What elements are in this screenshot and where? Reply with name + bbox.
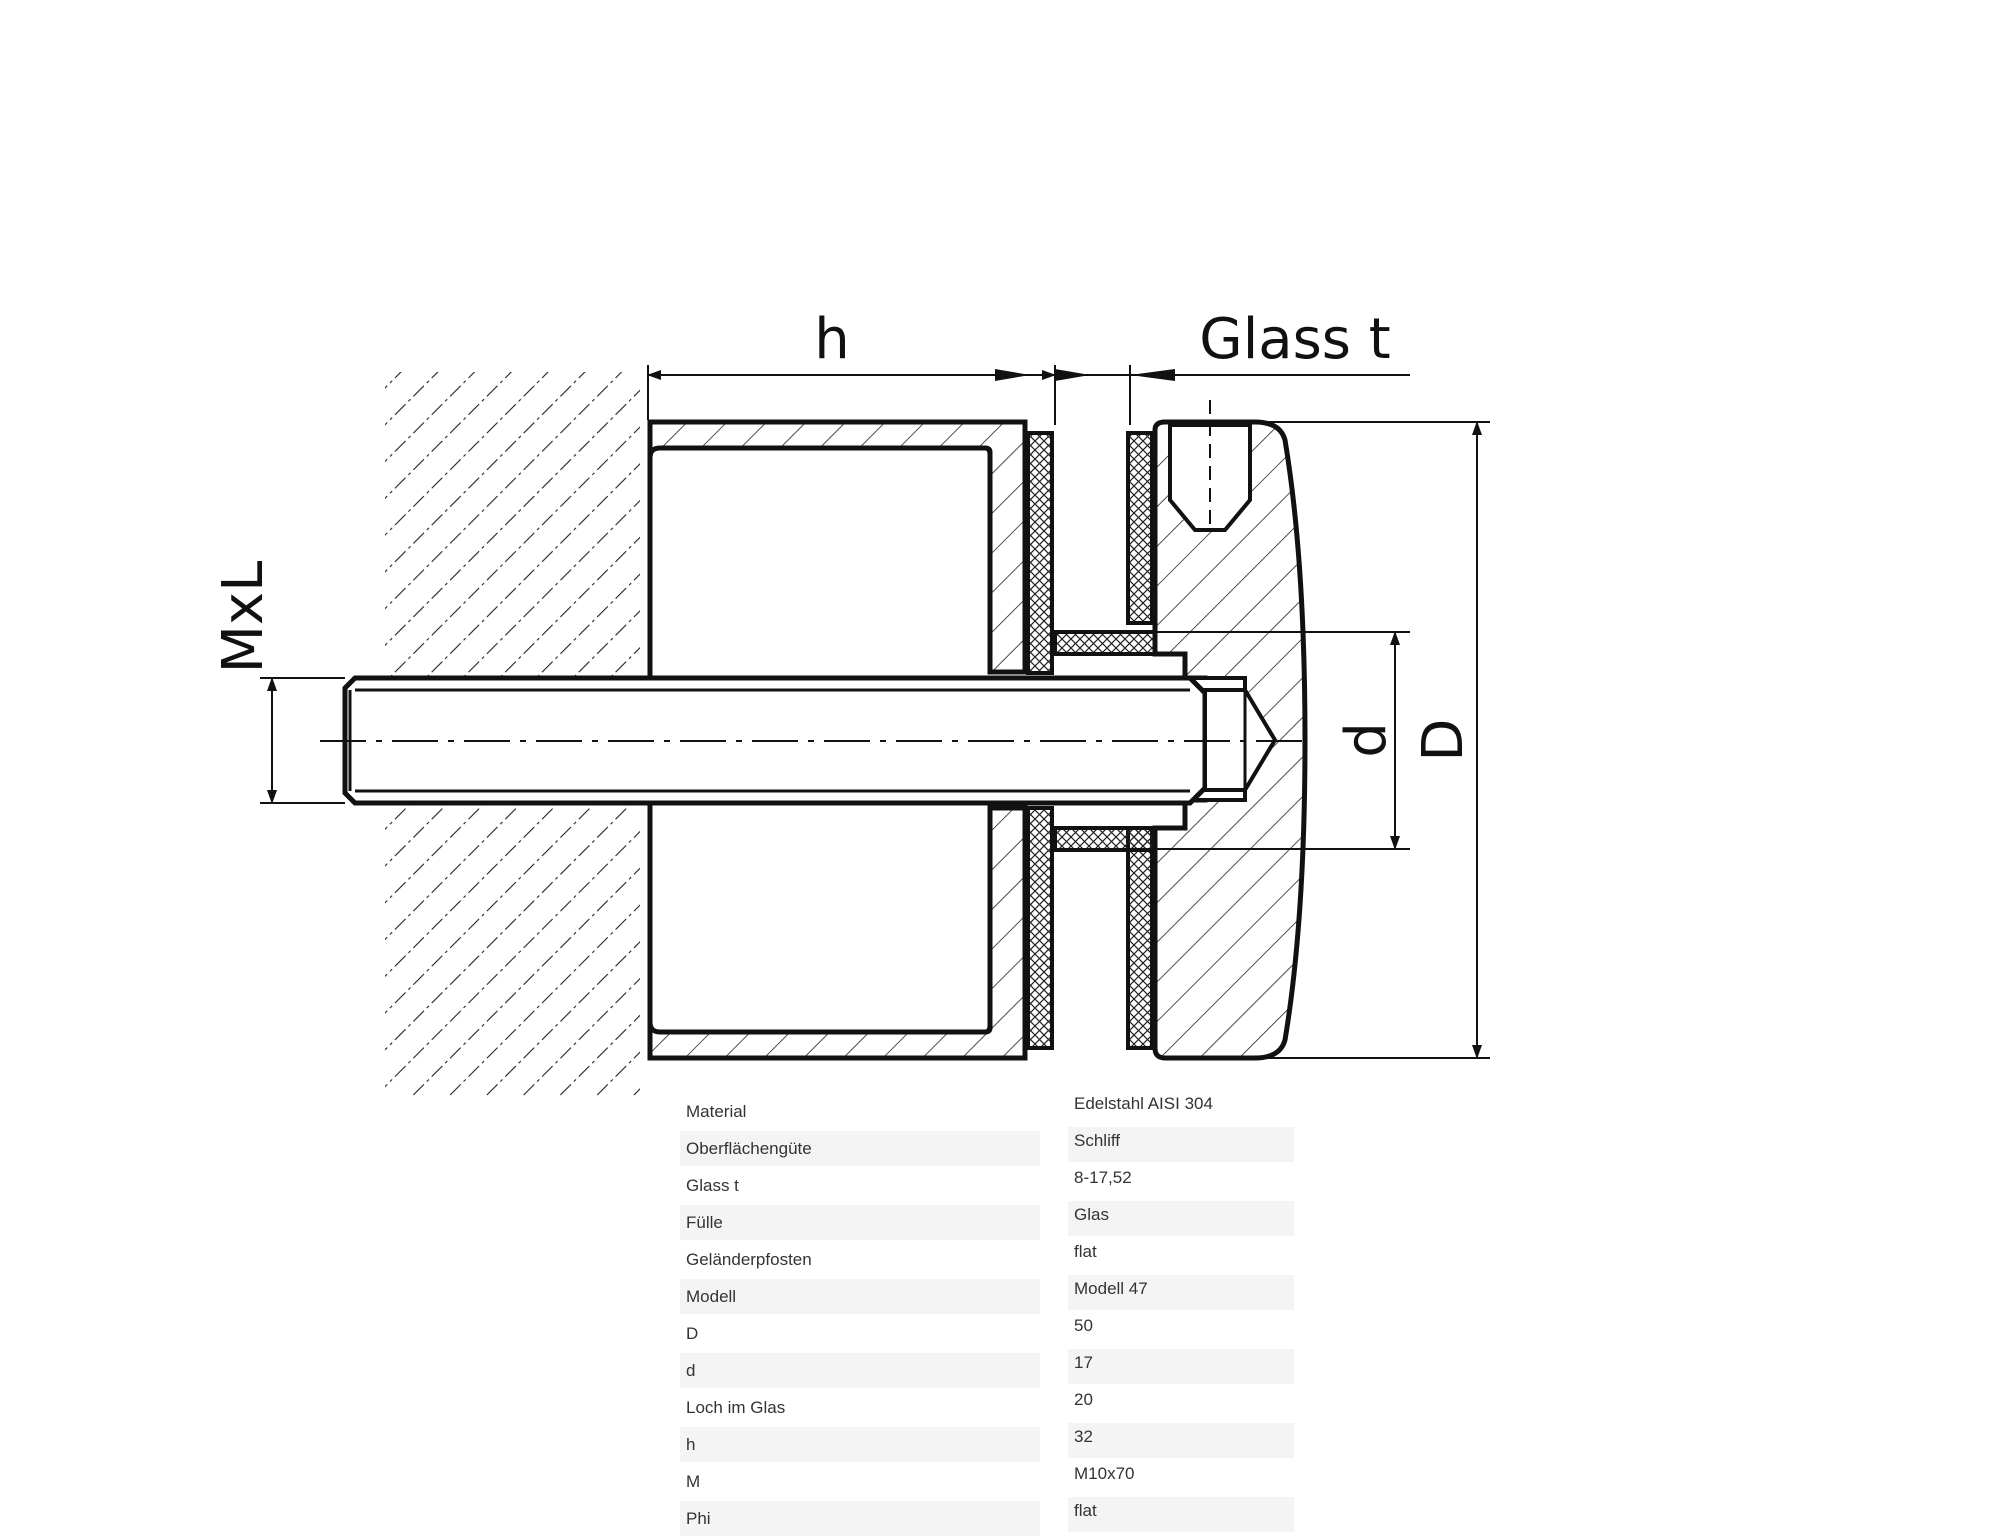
dimension-h xyxy=(647,365,1056,425)
wall-section xyxy=(385,372,640,1096)
spec-row: Oberflächengüte Schliff xyxy=(680,1127,1294,1166)
spec-value: Schliff xyxy=(1068,1127,1294,1162)
spec-key: Phi xyxy=(680,1501,1040,1536)
spec-value: flat xyxy=(1074,1242,1097,1261)
spec-value: 20 xyxy=(1074,1390,1093,1409)
spec-key: Loch im Glas xyxy=(686,1398,786,1417)
dimension-mxl xyxy=(260,677,345,804)
dimension-d xyxy=(1155,631,1410,850)
spec-value: 50 xyxy=(1074,1316,1093,1335)
spec-key: d xyxy=(680,1353,1040,1388)
spec-key: h xyxy=(680,1427,1040,1462)
spec-row: Material Edelstahl AISI 304 xyxy=(680,1090,1294,1127)
spec-key: Geländerpfosten xyxy=(686,1250,812,1269)
spec-row: d 17 xyxy=(680,1349,1294,1388)
spec-row: D 50 xyxy=(680,1312,1294,1349)
label-glass-t: Glass t xyxy=(1199,307,1390,372)
spec-row: Loch im Glas 20 xyxy=(680,1386,1294,1423)
spec-row: Geländerpfosten flat xyxy=(680,1238,1294,1275)
label-mxl: MxL xyxy=(211,561,276,674)
spec-value: Glas xyxy=(1068,1201,1294,1236)
spec-key: Material xyxy=(686,1102,747,1121)
spec-value: Modell 47 xyxy=(1068,1275,1294,1310)
label-h: h xyxy=(814,307,850,372)
spec-key: Fülle xyxy=(680,1205,1040,1240)
label-d: d xyxy=(1334,722,1399,758)
spec-row: Fülle Glas xyxy=(680,1201,1294,1240)
spec-row: Glass t 8-17,52 xyxy=(680,1164,1294,1201)
spec-key: M xyxy=(686,1472,701,1491)
spec-value: Edelstahl AISI 304 xyxy=(1074,1094,1213,1113)
spec-key: Oberflächengüte xyxy=(680,1131,1040,1166)
spec-value: 32 xyxy=(1068,1423,1294,1458)
label-D: D xyxy=(1411,718,1476,761)
dimension-glass-t xyxy=(995,365,1410,425)
spec-value: flat xyxy=(1068,1497,1294,1532)
spec-key: Glass t xyxy=(686,1176,739,1195)
dimension-D xyxy=(1260,421,1490,1059)
spec-value: 17 xyxy=(1068,1349,1294,1384)
spec-row: h 32 xyxy=(680,1423,1294,1462)
spec-row: Modell Modell 47 xyxy=(680,1275,1294,1314)
spec-key: D xyxy=(686,1324,699,1343)
spec-value: 8-17,52 xyxy=(1074,1168,1132,1187)
gasket xyxy=(1026,431,1157,1050)
spec-value: M10x70 xyxy=(1074,1464,1135,1483)
spec-row: M M10x70 xyxy=(680,1460,1294,1497)
spec-key: Modell xyxy=(680,1279,1040,1314)
